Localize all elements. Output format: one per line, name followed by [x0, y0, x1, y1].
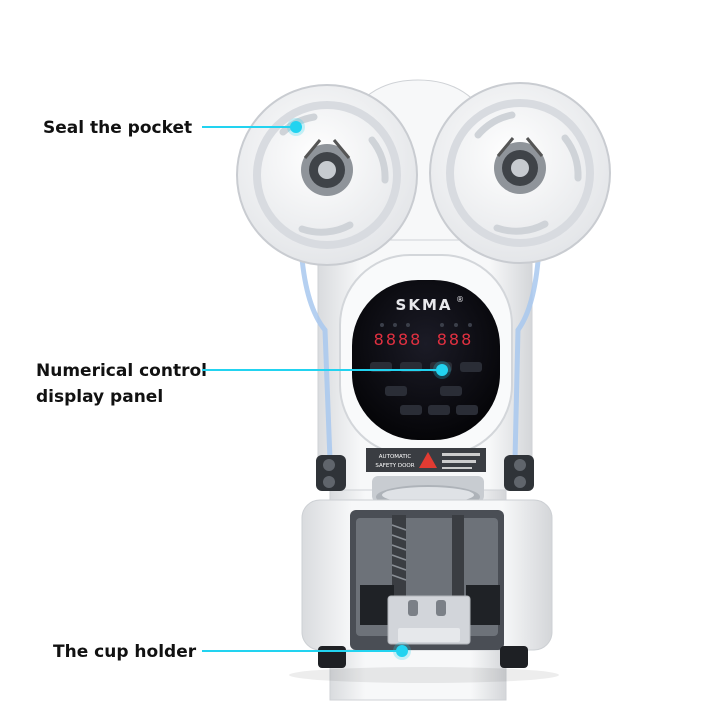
- brand-mark: ®: [456, 295, 464, 304]
- display-left: 8888: [374, 330, 423, 349]
- brand-logo: SKMA: [396, 296, 453, 314]
- leader-dot-panel: [436, 364, 448, 376]
- foot-right: [500, 646, 528, 668]
- leader-line-holder: [202, 650, 398, 652]
- leader-dot-seal: [290, 121, 302, 133]
- label-cup-holder: The cup holder: [53, 642, 197, 662]
- floor-shadow: [289, 667, 559, 683]
- safety-door-label: AUTOMATIC SAFETY DOOR: [366, 448, 486, 472]
- left-rollers: [316, 455, 346, 491]
- warning-icon: [419, 452, 437, 468]
- reel-left: [236, 84, 418, 266]
- leader-line-seal: [202, 126, 294, 128]
- right-rollers: [504, 455, 534, 491]
- svg-text:SAFETY DOOR: SAFETY DOOR: [375, 463, 414, 469]
- reel-right: [429, 82, 611, 264]
- svg-text:AUTOMATIC: AUTOMATIC: [379, 454, 412, 460]
- cup-holder-plate: [387, 595, 471, 645]
- display-right: 888: [437, 330, 474, 349]
- label-display-panel: Numerical control display panel: [36, 358, 207, 410]
- leader-dot-holder: [396, 645, 408, 657]
- control-panel: SKMA ® 8888 888: [352, 280, 500, 440]
- label-seal-pocket: Seal the pocket: [43, 118, 193, 138]
- leader-line-panel: [202, 369, 440, 371]
- label-display-panel-line1: Numerical control: [36, 361, 207, 381]
- label-display-panel-line2: display panel: [36, 387, 164, 407]
